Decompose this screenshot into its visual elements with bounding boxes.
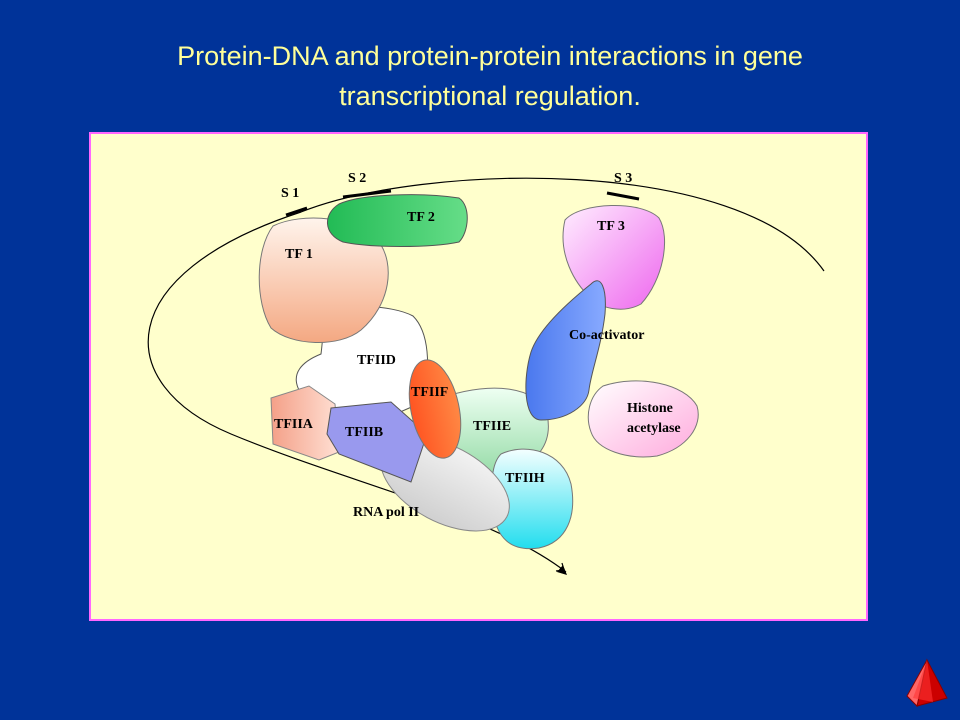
- histone-acetylase-shape: [587, 380, 699, 458]
- label-tfiib: TFIIB: [345, 425, 383, 440]
- label-co-activator: Co-activator: [569, 328, 644, 343]
- tfiif-shape: [408, 359, 462, 459]
- tfiib-shape: [326, 401, 428, 483]
- label-tf2: TF 2: [407, 210, 435, 225]
- diagram-panel: S 1 S 2 S 3 TF 1 TF 2 TF 3 TFIID TFIIA T…: [89, 132, 868, 621]
- label-tf1: TF 1: [285, 247, 313, 262]
- label-histone: Histone: [627, 401, 673, 416]
- nav-button[interactable]: [903, 658, 949, 708]
- label-rna-pol-ii: RNA pol II: [353, 505, 419, 520]
- label-tfiid: TFIID: [357, 353, 396, 368]
- slide-title: Protein-DNA and protein-protein interact…: [60, 36, 920, 116]
- transcription-diagram: S 1 S 2 S 3 TF 1 TF 2 TF 3 TFIID TFIIA T…: [147, 171, 825, 575]
- label-acetylase: acetylase: [627, 421, 681, 436]
- tf3-shape: [562, 204, 666, 310]
- title-line-2: transcriptional regulation.: [339, 81, 641, 111]
- label-s2: S 2: [348, 171, 366, 186]
- dna-arrow-tip: [557, 565, 567, 575]
- tf2-shape: [327, 194, 468, 247]
- label-tfiif: TFIIF: [411, 385, 448, 400]
- site-s2-mark: [342, 189, 392, 199]
- title-line-1: Protein-DNA and protein-protein interact…: [177, 41, 803, 71]
- site-s3-mark: [606, 191, 640, 201]
- label-tfiie: TFIIE: [473, 419, 511, 434]
- site-s1-mark: [285, 206, 308, 217]
- label-tfiia: TFIIA: [274, 417, 314, 432]
- label-s3: S 3: [614, 171, 632, 186]
- label-tf3: TF 3: [597, 219, 625, 234]
- label-s1: S 1: [281, 186, 299, 201]
- pyramid-nav-icon: [906, 658, 948, 708]
- label-tfiih: TFIIH: [505, 471, 545, 486]
- co-activator-shape: [525, 280, 606, 421]
